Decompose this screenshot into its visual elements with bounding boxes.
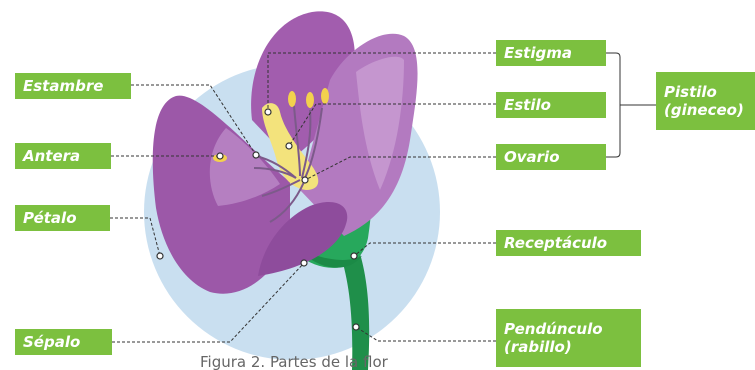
pistilo-bracket <box>606 53 660 157</box>
label-estambre: Estambre <box>15 73 131 99</box>
label-receptaculo: Receptáculo <box>496 230 641 256</box>
label-petalo: Pétalo <box>15 205 110 231</box>
label-antera: Antera <box>15 143 111 169</box>
label-penduncula-line1: Pendúnculo <box>504 320 603 338</box>
label-pistilo-line1: Pistilo <box>664 83 717 101</box>
label-pistilo: Pistilo (gineceo) <box>656 72 755 130</box>
label-penduncula: Pendúnculo (rabillo) <box>496 309 641 367</box>
label-estigma: Estigma <box>496 40 606 66</box>
label-estilo: Estilo <box>496 92 606 118</box>
label-pistilo-line2: (gineceo) <box>664 101 744 119</box>
figure-caption: Figura 2. Partes de la flor <box>200 353 388 370</box>
label-ovario: Ovario <box>496 144 606 170</box>
label-penduncula-line2: (rabillo) <box>504 338 572 356</box>
label-sepalo: Sépalo <box>15 329 112 355</box>
